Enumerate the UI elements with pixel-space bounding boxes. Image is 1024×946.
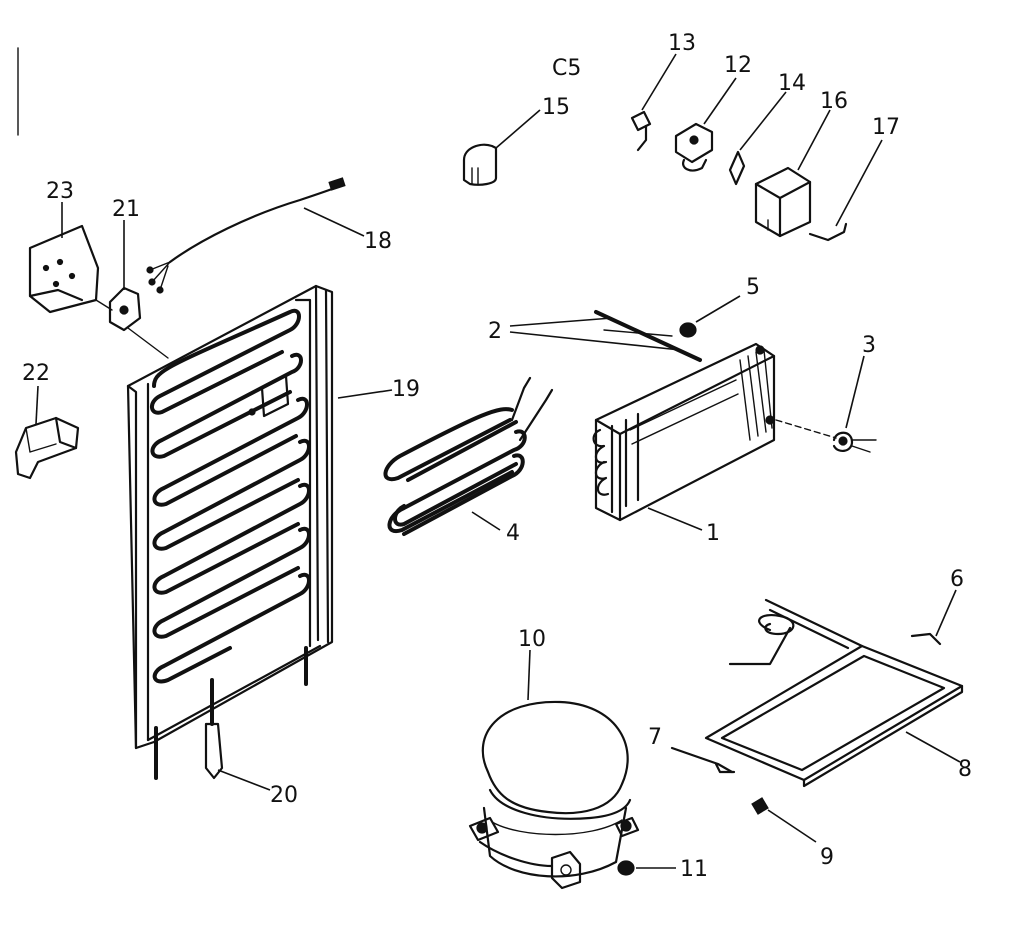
part-3-clip <box>832 355 877 453</box>
part-2-tubes <box>509 310 702 362</box>
part-6-clip <box>910 589 957 646</box>
part-22-bracket <box>14 385 80 480</box>
callout-17: 17 <box>872 115 900 140</box>
callout-23: 23 <box>46 179 74 204</box>
callout-12: 12 <box>724 53 752 78</box>
callout-22: 22 <box>22 361 50 386</box>
callout-21: 21 <box>112 197 140 222</box>
callout-3: 3 <box>862 333 876 358</box>
callout-2: 2 <box>488 319 502 344</box>
part-23-bracket <box>28 202 100 314</box>
callout-16: 16 <box>820 89 848 114</box>
part-21-thermostat <box>95 220 142 332</box>
callout-5: 5 <box>746 275 760 300</box>
callout-7: 7 <box>648 725 662 750</box>
part-20-dryer <box>204 678 271 791</box>
part-8-drain-pan <box>704 598 964 788</box>
part-15-cover <box>462 109 541 186</box>
callout-1: 1 <box>706 521 720 546</box>
mounting-line <box>775 419 837 439</box>
part-10-compressor <box>468 649 640 890</box>
part-9-clip <box>751 797 817 843</box>
callout-9: 9 <box>820 845 834 870</box>
part-4-heater-coil <box>383 376 554 536</box>
part-7-wire <box>670 746 736 774</box>
callout-4: 4 <box>506 521 520 546</box>
callout-13: 13 <box>668 31 696 56</box>
callout-19: 19 <box>392 377 420 402</box>
part-14-clip <box>728 91 787 186</box>
part-11-grommet <box>617 860 676 876</box>
callout-6: 6 <box>950 567 964 592</box>
callout-20: 20 <box>270 783 298 808</box>
callout-14: 14 <box>778 71 806 96</box>
callout-8: 8 <box>958 757 972 782</box>
callout-15: 15 <box>542 95 570 120</box>
callout-18: 18 <box>364 229 392 254</box>
callout-10: 10 <box>518 627 546 652</box>
part-13-overload <box>630 53 677 152</box>
capillary-line <box>127 327 169 359</box>
part-5-grommet <box>679 295 741 338</box>
diagram-code: C5 <box>552 56 581 81</box>
part-16-cover <box>754 109 831 238</box>
part-19-evaporator-panel <box>126 284 393 780</box>
callout-11: 11 <box>680 857 708 882</box>
part-12-relay <box>674 77 737 172</box>
part-18-power-cord <box>146 177 365 294</box>
part-1-condenser <box>592 342 776 531</box>
part-17-clip <box>808 139 883 242</box>
